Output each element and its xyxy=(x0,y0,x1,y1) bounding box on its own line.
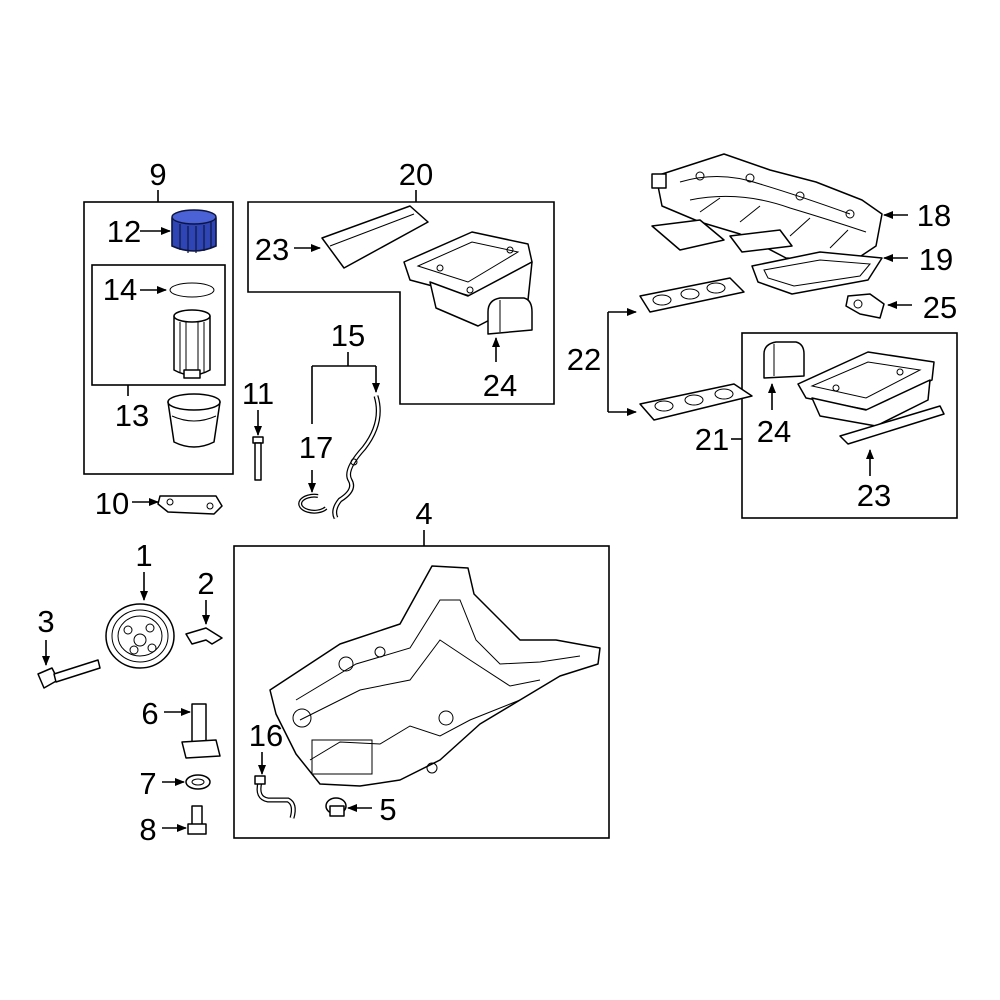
callout-19: 19 xyxy=(919,242,953,277)
callout-25: 25 xyxy=(923,290,957,325)
callout-23-a: 23 xyxy=(255,232,289,267)
tube-part-16[interactable] xyxy=(254,775,296,819)
bolt-part-8[interactable] xyxy=(187,805,207,835)
filter-element-part[interactable] xyxy=(173,309,211,379)
group-box-13 xyxy=(91,264,226,386)
callout-9: 9 xyxy=(149,157,166,192)
cover-strip-part-23-b[interactable] xyxy=(839,405,945,445)
seal-part-7[interactable] xyxy=(185,774,211,790)
group-box-20 xyxy=(247,201,555,405)
callout-13: 13 xyxy=(115,398,149,433)
callout-22: 22 xyxy=(567,342,601,377)
callout-12: 12 xyxy=(107,214,141,249)
cap-part-24-b[interactable] xyxy=(763,341,805,379)
callout-23-b: 23 xyxy=(857,478,891,513)
callout-15: 15 xyxy=(331,318,365,353)
callout-11: 11 xyxy=(242,376,274,411)
drain-plug-part-5[interactable] xyxy=(325,797,347,817)
manifold-gasket-part-19[interactable] xyxy=(651,219,883,295)
group-box-4 xyxy=(233,545,610,839)
sensor-part-25[interactable] xyxy=(845,293,885,319)
callout-24-b: 24 xyxy=(757,414,791,449)
lower-housing-part-21[interactable] xyxy=(797,351,935,427)
callout-5: 5 xyxy=(379,792,396,827)
leader-15 xyxy=(311,352,376,424)
callout-2: 2 xyxy=(197,566,214,601)
callout-14: 14 xyxy=(103,272,137,307)
oil-filter-cap-part[interactable] xyxy=(171,209,217,253)
group-box-21 xyxy=(741,332,958,519)
callout-4: 4 xyxy=(415,496,432,531)
oil-pan-part-4[interactable] xyxy=(269,565,601,787)
cap-part-24-a[interactable] xyxy=(487,297,533,335)
bolt-part-3[interactable] xyxy=(37,659,101,689)
intake-gasket-part-22-b[interactable] xyxy=(639,383,753,421)
callout-16: 16 xyxy=(249,718,283,753)
callout-24-a: 24 xyxy=(483,368,517,403)
callout-21: 21 xyxy=(695,422,729,457)
callout-3: 3 xyxy=(37,604,54,639)
callout-1: 1 xyxy=(135,538,152,573)
sensor-part-6[interactable] xyxy=(181,703,221,759)
pulley-part-1[interactable] xyxy=(105,603,175,669)
cover-strip-part-23-a[interactable] xyxy=(321,205,429,269)
bolt-part-11[interactable] xyxy=(252,436,264,481)
clip-part-17[interactable] xyxy=(298,493,328,514)
dipstick-tube-part[interactable] xyxy=(332,395,381,520)
bracket-part-2[interactable] xyxy=(185,627,223,645)
filter-housing-part[interactable] xyxy=(167,393,221,448)
intake-gasket-part-22-a[interactable] xyxy=(639,277,745,313)
callout-7: 7 xyxy=(139,766,156,801)
callout-17: 17 xyxy=(299,430,333,465)
callout-8: 8 xyxy=(139,812,156,847)
seal-inner xyxy=(191,778,205,786)
callout-6: 6 xyxy=(141,696,158,731)
gasket-part-10[interactable] xyxy=(157,495,223,515)
callout-20: 20 xyxy=(399,157,433,192)
callout-10: 10 xyxy=(95,486,129,521)
o-ring-part-14[interactable] xyxy=(169,282,215,298)
callout-18: 18 xyxy=(917,198,951,233)
